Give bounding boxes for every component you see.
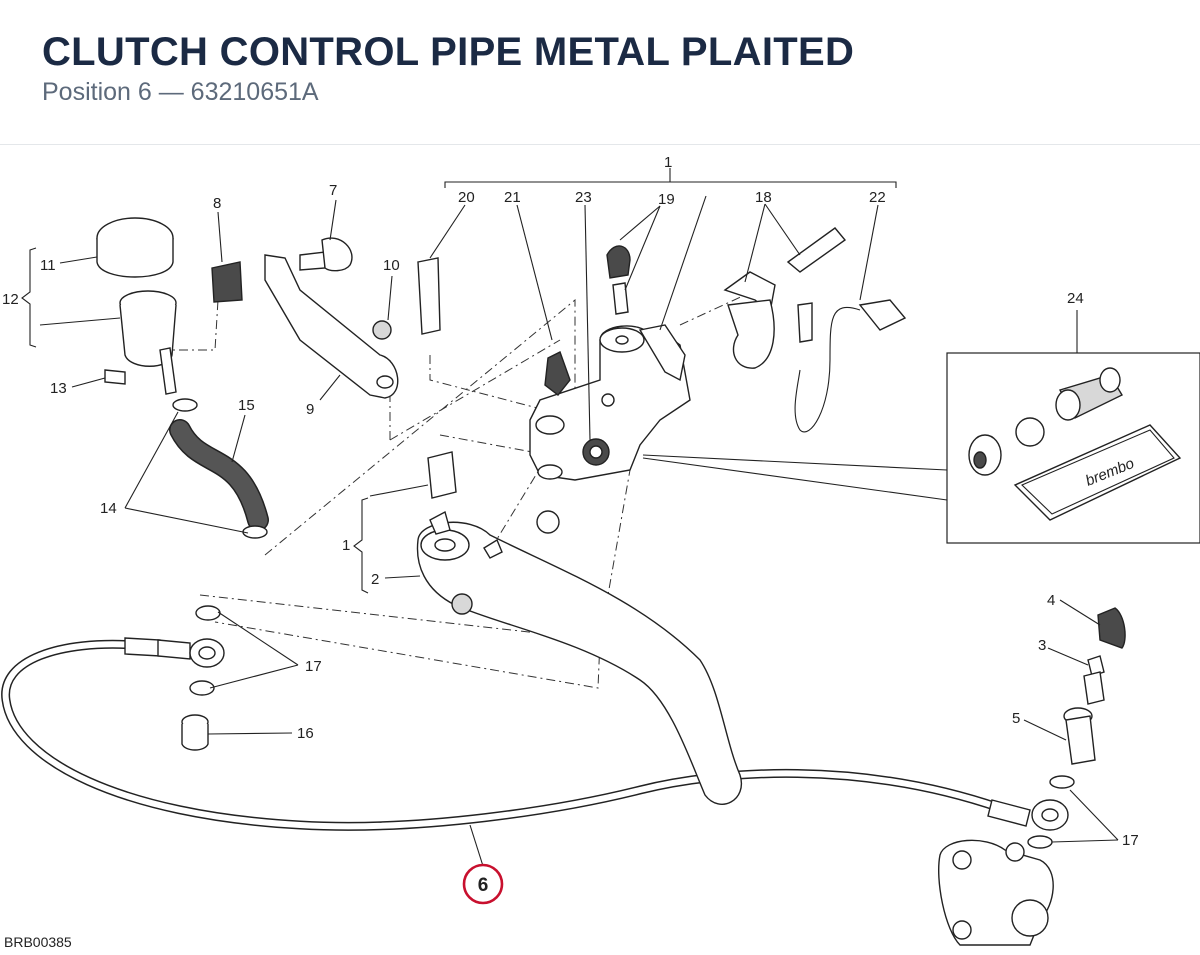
callout-4: 4 xyxy=(1047,592,1055,609)
callout-11: 11 xyxy=(40,257,56,274)
callout-23: 23 xyxy=(575,189,592,206)
callout-2: 2 xyxy=(371,571,379,588)
callout-10: 10 xyxy=(383,257,400,274)
callout-19: 19 xyxy=(658,191,675,208)
callout-5: 5 xyxy=(1012,710,1020,727)
callout-18: 18 xyxy=(755,189,772,206)
pipe-right-fitting xyxy=(987,799,1031,827)
banjo-washers-and-bolt xyxy=(181,605,221,751)
callout-20: 20 xyxy=(458,189,475,206)
callout-1-lever: 1 xyxy=(342,537,350,554)
position-6-label: 6 xyxy=(478,875,489,896)
slave-cylinder-parts xyxy=(938,607,1126,946)
clutch-pipe-metal-plaited[interactable] xyxy=(1,637,1069,831)
callout-8: 8 xyxy=(213,195,221,212)
callout-17-right: 17 xyxy=(1122,832,1139,849)
callout-12: 12 xyxy=(2,291,19,308)
reservoir-parts xyxy=(96,217,907,539)
position-6-marker[interactable]: 6 xyxy=(462,863,504,905)
repair-kit-inset: brembo xyxy=(642,352,1200,544)
callout-13: 13 xyxy=(50,380,67,397)
callout-21: 21 xyxy=(504,189,521,206)
callout-3: 3 xyxy=(1038,637,1046,654)
callout-9: 9 xyxy=(306,401,314,418)
callout-1: 1 xyxy=(664,154,672,171)
callout-24: 24 xyxy=(1067,290,1084,307)
master-cylinder-body xyxy=(529,324,691,481)
pipe-left-fitting xyxy=(124,637,161,657)
callout-14: 14 xyxy=(100,500,117,517)
header: CLUTCH CONTROL PIPE METAL PLAITED Positi… xyxy=(42,28,854,108)
callout-leader-lines xyxy=(21,168,1119,867)
clutch-lever xyxy=(416,510,743,805)
page-title: CLUTCH CONTROL PIPE METAL PLAITED xyxy=(42,30,855,74)
header-divider xyxy=(0,144,1200,145)
callout-numbers: 1 20 21 23 19 18 22 7 8 10 11 12 13 9 15… xyxy=(2,154,1139,849)
callout-7: 7 xyxy=(329,182,337,199)
callout-15: 15 xyxy=(238,397,255,414)
page-subtitle: Position 6 — 63210651A xyxy=(42,78,319,106)
callout-17-left: 17 xyxy=(305,658,322,675)
drawing-code: BRB00385 xyxy=(4,934,72,950)
callout-22: 22 xyxy=(869,189,886,206)
callout-16: 16 xyxy=(297,725,314,742)
